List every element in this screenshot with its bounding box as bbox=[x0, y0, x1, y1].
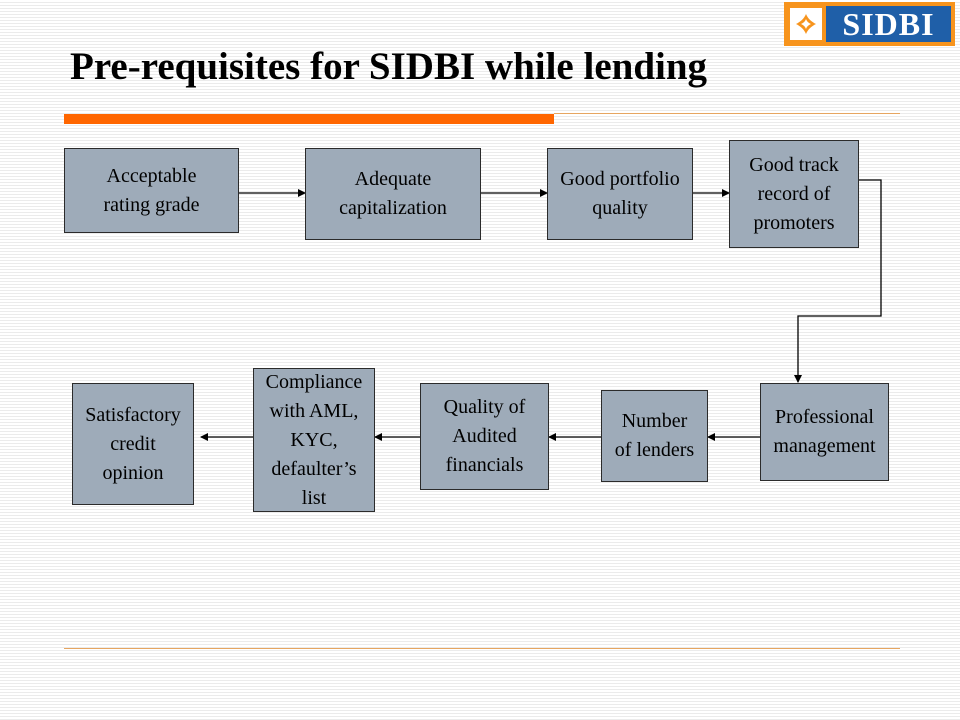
step-compliance-aml-kyc: Compliance with AML, KYC, defaulter’s li… bbox=[253, 368, 375, 512]
sidbi-emblem-icon bbox=[790, 8, 822, 40]
step-satisfactory-credit-opinion: Satisfactory credit opinion bbox=[72, 383, 194, 505]
title-underline-thin bbox=[554, 113, 900, 114]
step-good-track-record: Good track record of promoters bbox=[729, 140, 859, 248]
step-adequate-capitalization: Adequate capitalization bbox=[305, 148, 481, 240]
step-number-of-lenders: Number of lenders bbox=[601, 390, 708, 482]
footer-rule bbox=[64, 648, 900, 649]
sidbi-logo: SIDBI bbox=[784, 2, 955, 46]
step-professional-management: Professional management bbox=[760, 383, 889, 481]
step-good-portfolio-quality: Good portfolio quality bbox=[547, 148, 693, 240]
step-quality-of-audited-financials: Quality of Audited financials bbox=[420, 383, 549, 490]
step-acceptable-rating-grade: Acceptable rating grade bbox=[64, 148, 239, 233]
sidbi-logo-text: SIDBI bbox=[826, 6, 951, 42]
slide-title: Pre-requisites for SIDBI while lending bbox=[70, 45, 708, 88]
title-underline-accent bbox=[64, 114, 554, 124]
arrow-step4-to-step5 bbox=[794, 179, 882, 383]
